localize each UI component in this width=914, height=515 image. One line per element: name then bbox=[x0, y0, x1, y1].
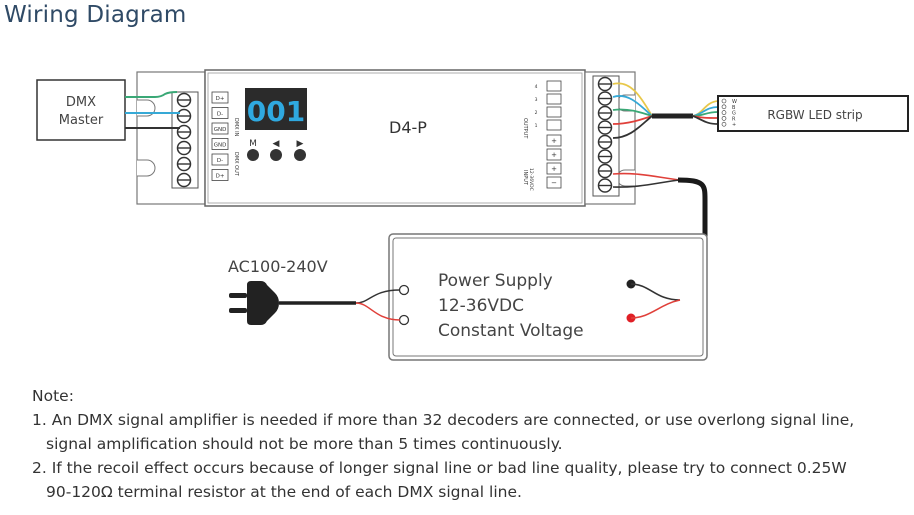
strip-pin bbox=[721, 104, 727, 110]
output-channel-box bbox=[546, 106, 562, 118]
output-terminal-screw bbox=[597, 105, 613, 121]
power-supply-box: Power Supply 12-36VDC Constant Voltage bbox=[388, 233, 708, 361]
dmx-terminal-screw bbox=[176, 124, 192, 140]
dmx-terminal-screw bbox=[176, 92, 192, 108]
dmx-terminal-screw bbox=[176, 108, 192, 124]
note-2-line-1: 2. If the recoil effect occurs because o… bbox=[32, 459, 847, 477]
output-terminal-screw bbox=[597, 163, 613, 179]
dc-output-wires bbox=[630, 283, 681, 319]
strip-pin-label: + bbox=[732, 122, 736, 128]
model-label: D4-P bbox=[389, 118, 427, 137]
note-1-line-1: 1. An DMX signal amplifier is needed if … bbox=[32, 411, 855, 429]
dmx-master-box: DMX Master bbox=[36, 79, 126, 141]
dmx-port-label: D- bbox=[217, 158, 223, 164]
dmx-port-labels: D+ D- GND GND D- D+ bbox=[211, 91, 229, 181]
output-terminal-screw bbox=[597, 91, 613, 106]
strip-pin-label: B bbox=[732, 105, 736, 111]
strip-pin-label: G bbox=[732, 111, 736, 117]
ac-plug-icon bbox=[229, 281, 401, 325]
output-label: OUTPUT bbox=[522, 118, 528, 139]
dmx-port-box bbox=[211, 153, 229, 166]
dmx-port-box bbox=[211, 169, 229, 181]
output-terminal-screw bbox=[597, 149, 613, 164]
dmx-port-label: GND bbox=[214, 127, 227, 133]
output-port-labels: 4 3 2 1 + + + − bbox=[535, 80, 562, 189]
power-terminal-box bbox=[546, 176, 562, 189]
note-1-line-2: signal amplification should not be more … bbox=[46, 435, 563, 453]
strip-pin-label: W bbox=[732, 99, 737, 105]
dmx-port-label: D- bbox=[217, 112, 223, 118]
output-channel-label: 4 bbox=[535, 84, 538, 90]
notes-heading: Note: bbox=[32, 387, 74, 405]
power-terminal-label: + bbox=[551, 165, 557, 173]
power-terminal-label: + bbox=[551, 151, 557, 159]
note-2-line-2: 90-120Ω terminal resistor at the end of … bbox=[46, 483, 522, 501]
strip-pin bbox=[721, 110, 727, 115]
output-channel-label: 3 bbox=[535, 97, 538, 103]
strip-pin bbox=[721, 98, 727, 104]
wiring-diagram: DMX Master D+ D- GND GND D- D+ DMX IN DMX OUT… bbox=[36, 69, 909, 361]
output-terminal-screw bbox=[597, 178, 613, 193]
power-terminal-box bbox=[546, 148, 562, 161]
output-channel-box bbox=[546, 119, 562, 131]
power-terminal-box bbox=[546, 162, 562, 175]
dmx-port-label: D+ bbox=[216, 96, 225, 102]
dmx-terminal-screw bbox=[176, 172, 192, 188]
output-terminal-block bbox=[592, 75, 620, 197]
button-right-label: ▶ bbox=[297, 139, 304, 149]
power-terminal-label: + bbox=[551, 137, 557, 145]
strip-pin bbox=[721, 116, 727, 121]
display-readout: 001 bbox=[247, 95, 305, 128]
strip-pin-label: R bbox=[732, 116, 736, 122]
button-m-label: M bbox=[249, 139, 257, 149]
ac-terminal-1 bbox=[398, 284, 410, 296]
output-terminal-screw bbox=[597, 134, 613, 150]
button-m[interactable] bbox=[247, 149, 259, 161]
power-terminal-label: − bbox=[551, 179, 557, 187]
strip-pin bbox=[721, 121, 727, 127]
ac-voltage-label: AC100-240V bbox=[228, 257, 328, 276]
input-voltage-label: 12-36VDC bbox=[528, 168, 534, 191]
dmx-port-box bbox=[211, 107, 229, 119]
power-supply-line-2: 12-36VDC bbox=[438, 296, 524, 316]
button-left[interactable] bbox=[270, 149, 282, 161]
ac-terminal-2 bbox=[398, 314, 410, 326]
dmx-master-label-1: DMX bbox=[66, 95, 96, 110]
dmx-port-box bbox=[211, 91, 229, 104]
dmx-port-label: GND bbox=[214, 143, 227, 149]
display-panel bbox=[245, 88, 307, 130]
dmx-master-label-2: Master bbox=[59, 113, 104, 128]
device-buttons: M ◀ ▶ bbox=[247, 139, 306, 161]
output-channel-box bbox=[546, 80, 562, 92]
output-channel-label: 1 bbox=[535, 123, 538, 129]
power-supply-line-3: Constant Voltage bbox=[438, 321, 584, 341]
power-terminal-box bbox=[546, 134, 562, 147]
dmx-terminal-block bbox=[171, 91, 199, 189]
dmx-port-label: D+ bbox=[216, 174, 225, 180]
power-supply-line-1: Power Supply bbox=[438, 271, 553, 291]
dmx-port-box bbox=[211, 138, 229, 150]
button-right[interactable] bbox=[294, 149, 306, 161]
output-channel-box bbox=[546, 93, 562, 105]
dmx-port-box bbox=[211, 122, 229, 135]
button-left-label: ◀ bbox=[273, 139, 280, 149]
page-title: Wiring Diagram bbox=[4, 2, 187, 28]
dmx-wires bbox=[125, 91, 180, 129]
output-terminal-screw bbox=[597, 120, 613, 135]
notes-section: Note: 1. An DMX signal amplifier is need… bbox=[32, 384, 854, 504]
dmx-terminal-screw bbox=[176, 156, 192, 172]
dmx-in-label: DMX IN bbox=[233, 118, 239, 137]
led-wires bbox=[612, 82, 719, 139]
output-channel-label: 2 bbox=[535, 110, 538, 116]
dmx-out-label: DMX OUT bbox=[233, 152, 239, 177]
input-label: INPUT bbox=[522, 170, 528, 186]
dmx-terminal-screw bbox=[176, 140, 192, 156]
led-strip-label: RGBW LED strip bbox=[767, 108, 862, 122]
output-terminal-screw bbox=[597, 76, 613, 92]
